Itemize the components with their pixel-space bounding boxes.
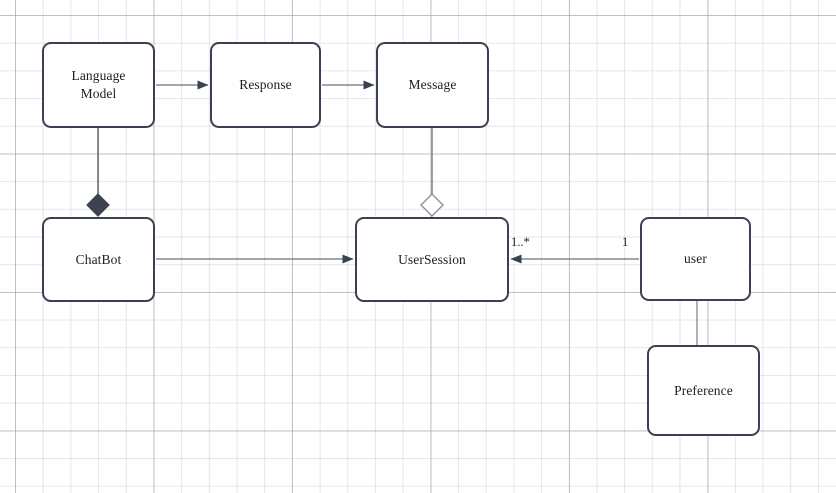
edge-label-multiplicity-source: 1: [622, 235, 629, 249]
node-language-model-label: Language Model: [71, 68, 126, 101]
node-user-session[interactable]: UserSession: [355, 217, 509, 302]
node-chatbot[interactable]: ChatBot: [42, 217, 155, 302]
node-language-model[interactable]: Language Model: [42, 42, 155, 128]
node-user-session-label: UserSession: [398, 251, 466, 267]
node-user-label: user: [684, 251, 707, 267]
edge-message-to-usersession: [420, 128, 444, 217]
node-response[interactable]: Response: [210, 42, 321, 128]
filled-diamond-icon: [86, 193, 110, 217]
node-response-label: Response: [239, 77, 292, 93]
node-user[interactable]: user: [640, 217, 751, 301]
edge-language-model-to-chatbot: [86, 128, 110, 217]
edge-label-multiplicity-target: 1..*: [511, 235, 530, 249]
node-chatbot-label: ChatBot: [75, 251, 122, 267]
node-preference[interactable]: Preference: [647, 345, 760, 436]
node-message[interactable]: Message: [376, 42, 489, 128]
node-preference-label: Preference: [674, 382, 733, 398]
hollow-diamond-icon: [420, 193, 444, 217]
node-message-label: Message: [408, 77, 457, 93]
